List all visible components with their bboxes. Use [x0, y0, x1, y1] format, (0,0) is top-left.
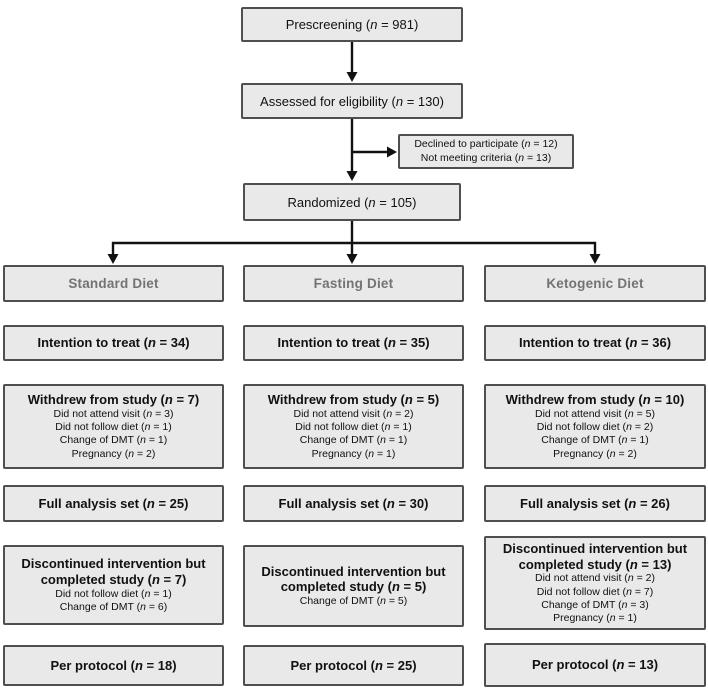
box-fas-standard: Full analysis set (n = 25) — [3, 485, 224, 522]
withdrew-item: Change of DMT (n = 1) — [299, 434, 408, 447]
box-randomized: Randomized (n = 105) — [243, 183, 461, 221]
box-per-protocol-standard: Per protocol (n = 18) — [3, 645, 224, 686]
withdrew-title: Withdrew from study (n = 5) — [267, 392, 440, 408]
box-itt-fasting: Intention to treat (n = 35) — [243, 325, 464, 361]
withdrew-item: Pregnancy (n = 1) — [311, 447, 396, 460]
excluded-line-criteria: Not meeting criteria (n = 13) — [420, 151, 552, 164]
randomized-label: Randomized (n = 105) — [287, 194, 417, 210]
box-header-standard-diet: Standard Diet — [3, 265, 224, 302]
withdrew-item: Pregnancy (n = 2) — [71, 447, 156, 460]
discontinued-title: Discontinued intervention but completed … — [21, 555, 206, 587]
box-discontinued-standard: Discontinued intervention but completed … — [3, 545, 224, 625]
per-protocol-label: Per protocol (n = 13) — [531, 657, 659, 673]
withdrew-item: Change of DMT (n = 1) — [59, 434, 168, 447]
withdrew-item: Change of DMT (n = 1) — [541, 434, 649, 447]
column-header-label: Fasting Diet — [313, 276, 394, 291]
discontinued-item: Pregnancy (n = 1) — [553, 612, 637, 625]
per-protocol-label: Per protocol (n = 18) — [50, 657, 177, 673]
discontinued-item: Did not attend visit (n = 2) — [535, 572, 655, 585]
assessed-label: Assessed for eligibility (n = 130) — [260, 93, 444, 109]
box-withdrew-fasting: Withdrew from study (n = 5) Did not atte… — [243, 384, 464, 469]
discontinued-title: Discontinued intervention but completed … — [502, 540, 688, 572]
prescreening-label: Prescreening (n = 981) — [285, 17, 419, 32]
withdrew-item: Did not follow diet (n = 1) — [55, 421, 172, 434]
withdrew-item: Did not attend visit (n = 5) — [535, 407, 655, 420]
discontinued-title: Discontinued intervention but completed … — [261, 563, 446, 595]
fas-label: Full analysis set (n = 30) — [278, 495, 429, 511]
box-fas-fasting: Full analysis set (n = 30) — [243, 485, 464, 522]
fas-label: Full analysis set (n = 26) — [520, 495, 670, 511]
discontinued-item: Change of DMT (n = 6) — [59, 600, 168, 613]
withdrew-title: Withdrew from study (n = 10) — [505, 392, 685, 408]
box-excluded: Declined to participate (n = 12) Not mee… — [398, 134, 574, 169]
box-itt-standard: Intention to treat (n = 34) — [3, 325, 224, 361]
box-withdrew-ketogenic: Withdrew from study (n = 10) Did not att… — [484, 384, 706, 469]
column-header-label: Ketogenic Diet — [546, 276, 644, 291]
column-header-label: Standard Diet — [68, 276, 159, 291]
box-per-protocol-ketogenic: Per protocol (n = 13) — [484, 643, 706, 687]
box-discontinued-fasting: Discontinued intervention but completed … — [243, 545, 464, 627]
discontinued-item: Did not follow diet (n = 1) — [55, 587, 172, 600]
discontinued-item: Did not follow diet (n = 7) — [536, 585, 654, 598]
box-header-ketogenic-diet: Ketogenic Diet — [484, 265, 706, 302]
excluded-line-declined: Declined to participate (n = 12) — [414, 137, 558, 150]
discontinued-item: Change of DMT (n = 5) — [299, 595, 408, 608]
withdrew-item: Pregnancy (n = 2) — [553, 447, 637, 460]
itt-label: Intention to treat (n = 35) — [277, 335, 430, 351]
box-fas-ketogenic: Full analysis set (n = 26) — [484, 485, 706, 522]
withdrew-item: Did not attend visit (n = 3) — [53, 407, 174, 420]
withdrew-title: Withdrew from study (n = 7) — [27, 392, 200, 408]
per-protocol-label: Per protocol (n = 25) — [290, 657, 417, 673]
box-assessed-eligibility: Assessed for eligibility (n = 130) — [241, 83, 463, 119]
itt-label: Intention to treat (n = 36) — [518, 335, 672, 351]
box-itt-ketogenic: Intention to treat (n = 36) — [484, 325, 706, 361]
discontinued-item: Change of DMT (n = 3) — [541, 598, 649, 611]
box-header-fasting-diet: Fasting Diet — [243, 265, 464, 302]
withdrew-item: Did not attend visit (n = 2) — [293, 407, 414, 420]
itt-label: Intention to treat (n = 34) — [37, 335, 190, 351]
box-withdrew-standard: Withdrew from study (n = 7) Did not atte… — [3, 384, 224, 469]
withdrew-item: Did not follow diet (n = 1) — [295, 421, 412, 434]
box-discontinued-ketogenic: Discontinued intervention but completed … — [484, 536, 706, 630]
withdrew-item: Did not follow diet (n = 2) — [536, 421, 654, 434]
fas-label: Full analysis set (n = 25) — [38, 495, 189, 511]
box-prescreening: Prescreening (n = 981) — [241, 7, 463, 42]
box-per-protocol-fasting: Per protocol (n = 25) — [243, 645, 464, 686]
